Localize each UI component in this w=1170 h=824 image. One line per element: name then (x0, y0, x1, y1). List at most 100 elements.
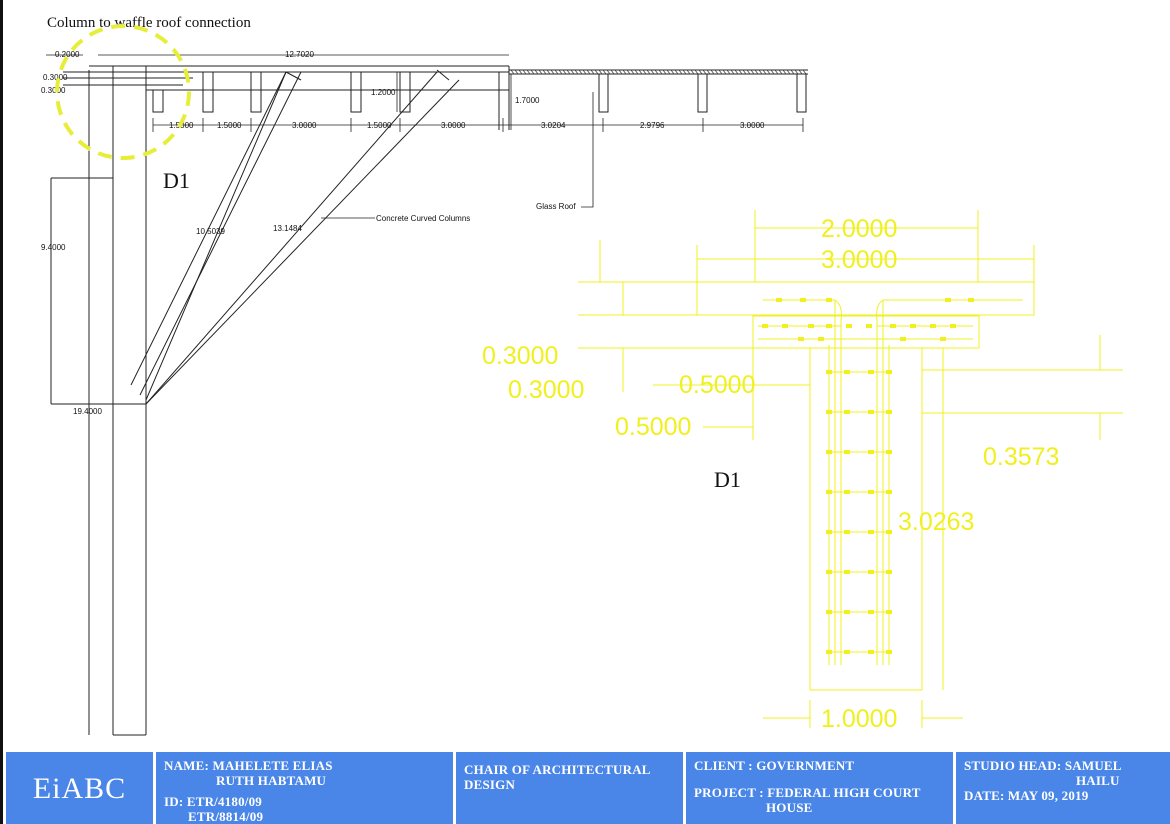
hatch-stroke (658, 69, 663, 75)
hatch-stroke (798, 69, 803, 75)
rebar-dot (868, 490, 874, 494)
hatch-stroke (750, 69, 755, 75)
rebar-dot (886, 370, 892, 374)
hatch-stroke (794, 69, 799, 75)
rebar-dot (826, 324, 832, 328)
hatch-stroke (642, 69, 647, 75)
rebar-dot (826, 450, 832, 454)
hatch-stroke (558, 69, 563, 75)
hatch-stroke (754, 69, 759, 75)
hatch-stroke (606, 69, 611, 75)
dim-bay-5: 3.0000 (441, 121, 466, 130)
hatch-stroke (522, 69, 527, 75)
dim-bay-2: 1.5000 (217, 121, 242, 130)
curved-columns-callout: Concrete Curved Columns (376, 214, 470, 223)
hatch-stroke (510, 69, 515, 75)
section-dimension-text: 0.2000 12.7020 0.3000 0.3000 1.2000 1.70… (41, 50, 765, 416)
rebar-dot (866, 324, 872, 328)
hatch-stroke (782, 69, 787, 75)
hatch-stroke (570, 69, 575, 75)
id-label: ID: ETR/4180/09 (164, 794, 262, 809)
hatch-stroke (714, 69, 719, 75)
rebar-dot (886, 610, 892, 614)
rebar-dot (940, 337, 946, 341)
rebar-dot (886, 650, 892, 654)
dim-col-height: 9.4000 (41, 243, 66, 252)
rebar-dot (818, 337, 824, 341)
hatch-stroke (554, 69, 559, 75)
section-linework (50, 65, 808, 736)
hatch-stroke (574, 69, 579, 75)
detail-label: D1 (714, 467, 741, 492)
hatch-stroke (726, 69, 731, 75)
client-label: CLIENT : GOVERNMENT (694, 758, 855, 773)
hatch-stroke (778, 69, 783, 75)
dtl-offset-b: 0.5000 (615, 413, 691, 441)
hatch-stroke (610, 69, 615, 75)
hatch-stroke (634, 69, 639, 75)
hatch-stroke (670, 69, 675, 75)
hatch-stroke (762, 69, 767, 75)
date-label: DATE: May 09, 2019 (964, 788, 1089, 803)
rebar-dot (868, 370, 874, 374)
hatch-stroke (646, 69, 651, 75)
hatch-stroke (758, 69, 763, 75)
dim-slab-b: 0.3000 (41, 86, 66, 95)
dim-bay-4: 1.5000 (367, 121, 392, 130)
rebar-dot (846, 324, 852, 328)
studio-line-2: HAILU (1076, 773, 1120, 788)
detail-callout-label: D1 (163, 168, 190, 193)
callout-leaders (321, 92, 594, 219)
hatch-stroke (530, 69, 535, 75)
rebar-dot (886, 490, 892, 494)
hatch-stroke (626, 69, 631, 75)
hatch-stroke (662, 69, 667, 75)
hatch-stroke (678, 69, 683, 75)
hatch-stroke (698, 69, 703, 75)
client-cell: CLIENT : GOVERNMENT PROJECT : FEDERAL HI… (686, 750, 956, 824)
dim-overall: 12.7020 (285, 50, 314, 59)
chair-line-1: CHAIR OF ARCHITECTURAL (464, 762, 651, 777)
detail-dimension-text: 2.0000 3.0000 0.3000 0.3000 0.5000 0.500… (482, 215, 1059, 733)
hatch-stroke (710, 69, 715, 75)
hatch-stroke (594, 69, 599, 75)
dtl-col-height: 3.0263 (898, 508, 974, 536)
rebar-dot (826, 490, 832, 494)
dim-bay-8: 3.0000 (740, 121, 765, 130)
hatch-stroke (638, 69, 643, 75)
rebar-dot (798, 337, 804, 341)
rebar-dot (782, 324, 788, 328)
rebar-dot (776, 298, 782, 302)
dim-rib-depth: 1.2000 (371, 88, 396, 97)
hatch-stroke (534, 69, 539, 75)
hatch-stroke (622, 69, 627, 75)
rebar-dot (844, 650, 850, 654)
names-cell: NAME: MAHELETE ELIAS RUTH HABTAMU ID: ET… (156, 750, 456, 824)
callouts: Glass Roof Concrete Curved Columns (376, 202, 576, 223)
rebar-dot (826, 570, 832, 574)
rebar-dot (868, 610, 874, 614)
hatch-stroke (730, 69, 735, 75)
rebar-dot (886, 410, 892, 414)
hatch-stroke (630, 69, 635, 75)
dtl-top-width-b: 3.0000 (821, 246, 897, 274)
rebar-dot (868, 450, 874, 454)
hatch-stroke (538, 69, 543, 75)
rebar-dot (868, 410, 874, 414)
rebar-dot (890, 324, 896, 328)
hatch-stroke (590, 69, 595, 75)
dim-total-height: 19.4000 (73, 407, 102, 416)
rebar-dot (886, 450, 892, 454)
hatch-stroke (618, 69, 623, 75)
dim-bay-3: 3.0000 (292, 121, 317, 130)
hatch-stroke (694, 69, 699, 75)
hatch-stroke (738, 69, 743, 75)
rebar-dot (844, 610, 850, 614)
dim-curve-a: 10.5039 (196, 227, 225, 236)
dim-curve-b: 13.1484 (273, 224, 302, 233)
studio-cell: STUDIO HEAD: SAMUEL HAILU DATE: May 09, … (956, 750, 1170, 824)
rebar-dot (968, 298, 974, 302)
rebar-dot (930, 324, 936, 328)
rebar-dot (800, 298, 806, 302)
rebar-dot (950, 324, 956, 328)
